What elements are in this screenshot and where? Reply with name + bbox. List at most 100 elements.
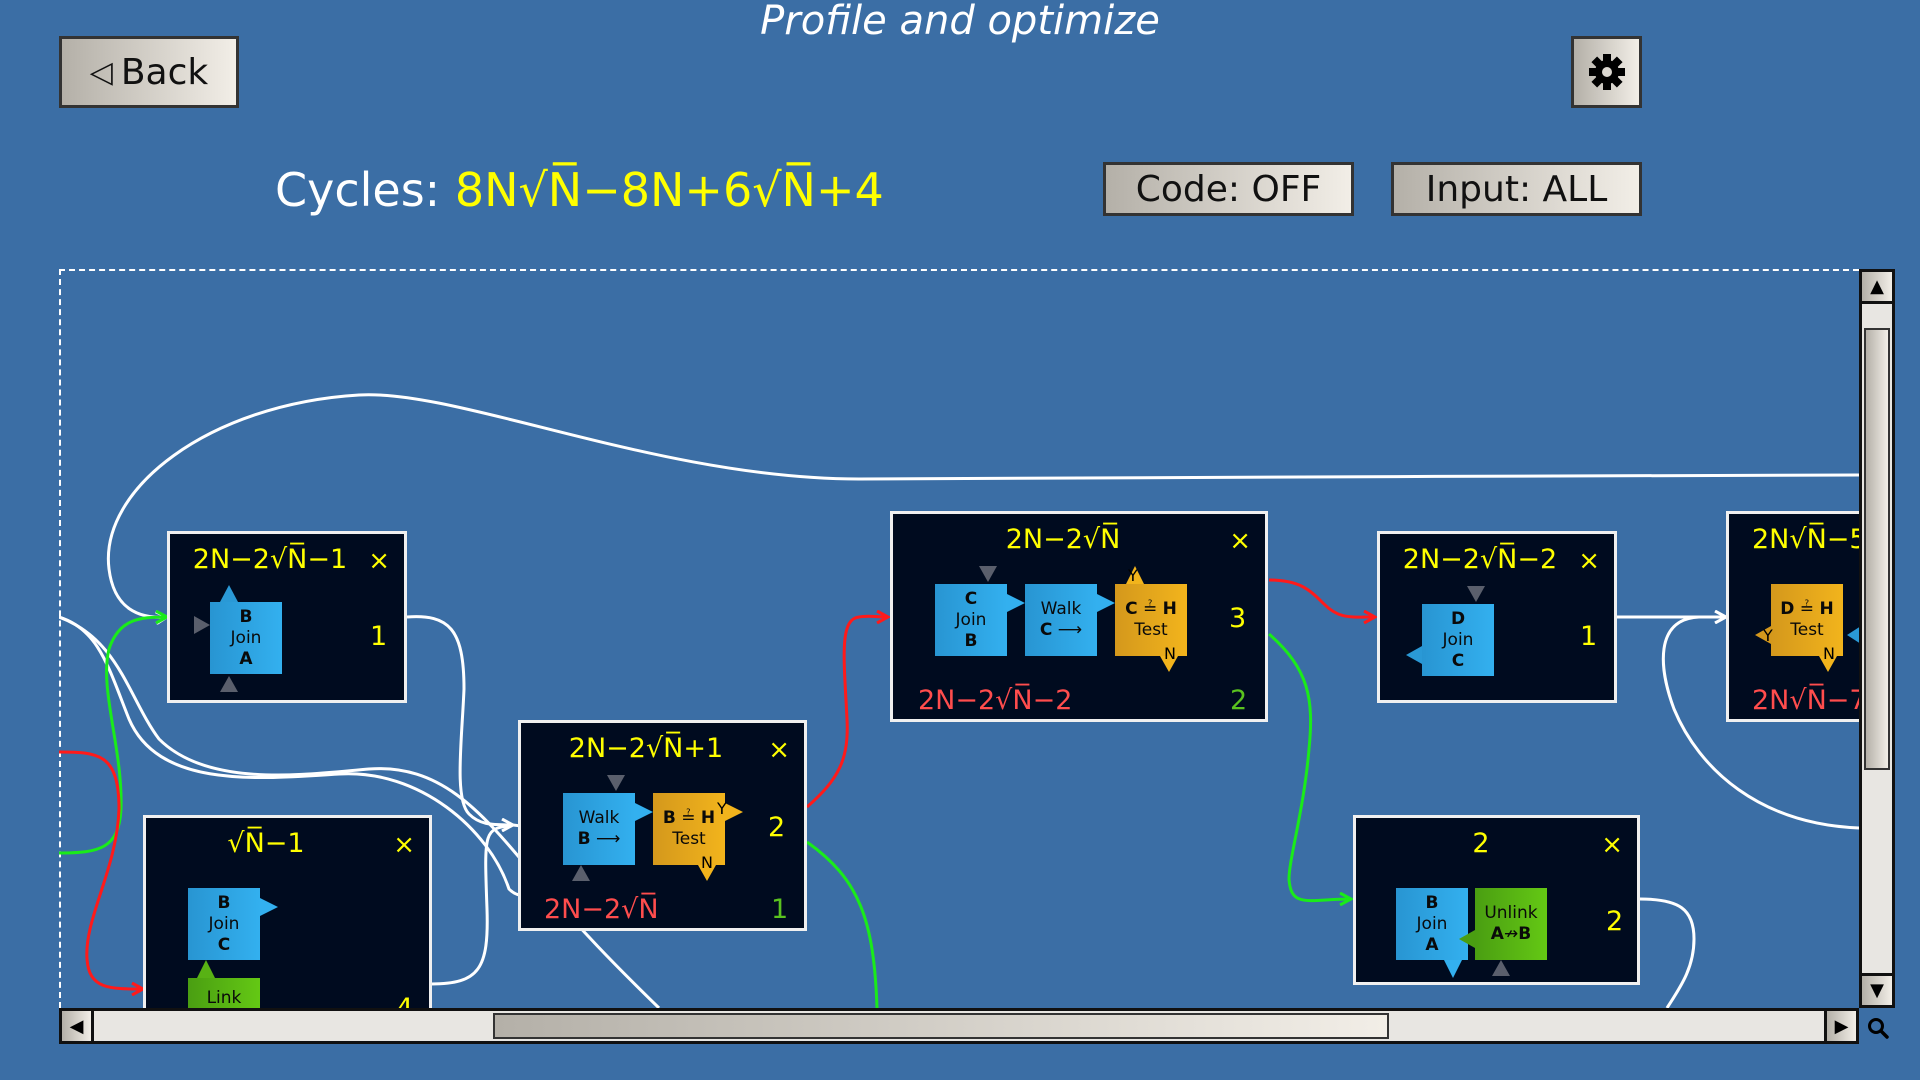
magnifier-icon[interactable]	[1866, 1016, 1892, 1042]
test-no-arrow-icon	[1160, 656, 1178, 672]
wire-red-to-n2	[59, 750, 143, 989]
branch-not-taken-count: 2	[1230, 685, 1248, 716]
input-down-arrow-icon	[979, 566, 997, 582]
node-n5[interactable]: 2N−2√N̅−2 × 1 D Join C	[1377, 531, 1617, 703]
walk-instruction[interactable]: Walk C ⟶	[1025, 584, 1097, 656]
close-icon[interactable]: ×	[1578, 546, 1600, 576]
input-toggle-button[interactable]: Input: ALL	[1391, 162, 1642, 216]
test-rhs: H	[1819, 599, 1834, 619]
node-n6[interactable]: 2 × 2 B Join A Unlink A↛B	[1353, 815, 1640, 985]
test-lhs: B	[662, 808, 676, 828]
walk-instruction[interactable]: Walk B ⟶	[563, 793, 635, 865]
close-icon[interactable]: ×	[368, 546, 390, 576]
test-yes-label: Y	[1128, 566, 1138, 585]
walk-out-arrow-icon	[635, 803, 653, 821]
join-top-reg: B	[239, 606, 253, 627]
join-bottom-reg: A	[1425, 934, 1439, 955]
link-instruction[interactable]: Link	[188, 978, 260, 1008]
close-icon[interactable]: ×	[1229, 526, 1251, 556]
node-n4[interactable]: 2N−2√N̅ × 3 2N−2√N̅−2 2 C Join B Walk C …	[890, 511, 1268, 722]
test-label: Test	[1134, 620, 1168, 640]
test-rhs: H	[700, 808, 716, 828]
node-n2[interactable]: √N̅−1 × 4 B Join C Link	[143, 815, 432, 1008]
test-yes-arrow-icon	[725, 803, 743, 821]
wire-red-n4-to-n5	[1268, 578, 1375, 617]
close-icon[interactable]: ×	[393, 830, 415, 860]
join-bottom-reg: C	[217, 934, 231, 955]
test-yes-label: Y	[717, 799, 727, 818]
back-button[interactable]: ◁ Back	[59, 36, 239, 108]
link-up-arrow-icon	[197, 960, 215, 978]
walk-reg: B	[577, 829, 591, 849]
cycles-value: 8N√N̅−8N+6√N̅+4	[454, 163, 884, 217]
scroll-left-button[interactable]: ◀	[62, 1011, 94, 1041]
wire-n6-down	[1639, 897, 1696, 1008]
back-arrow-icon: ◁	[89, 54, 113, 90]
join-instruction[interactable]: B Join C	[188, 888, 260, 960]
scroll-down-button[interactable]: ▼	[1862, 973, 1892, 1005]
input-left-arrow-icon	[1847, 626, 1859, 644]
node-title: 2N−2√N̅+1	[568, 733, 724, 764]
input-down-arrow-icon	[1467, 586, 1485, 602]
join-left-arrow-icon	[1406, 646, 1422, 664]
output-up-arrow-icon	[220, 585, 238, 602]
horizontal-scrollbar[interactable]: ◀ ▶	[59, 1008, 1859, 1044]
horizontal-scroll-thumb[interactable]	[493, 1013, 1389, 1039]
test-instruction[interactable]: C ≟ H Test	[1115, 584, 1187, 656]
wire-n1-to-n3	[406, 615, 513, 825]
join-top-reg: D	[1450, 608, 1466, 629]
test-label: Test	[1790, 620, 1824, 640]
join-instruction[interactable]: B Join A	[1396, 888, 1468, 960]
join-bottom-reg: C	[1451, 650, 1465, 671]
walk-arrow-icon: ⟶	[596, 829, 621, 849]
wire-green-n3-down	[806, 840, 879, 1008]
join-bottom-reg: A	[239, 648, 253, 669]
node-n1[interactable]: 2N−2√N̅−1 × 1 B Join A	[167, 531, 407, 703]
test-no-label: N	[1164, 644, 1176, 663]
join-instruction[interactable]: B Join A	[210, 602, 282, 674]
walk-label: Walk	[1040, 599, 1082, 619]
wire-right-loop-to-n7	[1661, 615, 1859, 830]
node-count: 2	[768, 812, 786, 843]
scroll-right-button[interactable]: ▶	[1824, 1011, 1856, 1041]
node-count: 1	[370, 621, 388, 652]
close-icon[interactable]: ×	[768, 735, 790, 765]
node-n3[interactable]: 2N−2√N̅+1 × 2 2N−2√N̅ 1 Walk B ⟶ B ≟ H T…	[518, 720, 807, 931]
branch-not-taken-count: 1	[771, 894, 789, 925]
vertical-scrollbar[interactable]: ▲ ▼	[1859, 269, 1895, 1008]
join-out-arrow-icon	[1007, 594, 1025, 612]
scroll-up-button[interactable]: ▲	[1862, 272, 1892, 304]
wire-red-n3-to-n4	[806, 616, 888, 809]
node-n7[interactable]: 2N√N̅−5 2N√N̅−7 D ≟ H Test Y N	[1726, 511, 1859, 722]
node-count: 2	[1606, 906, 1624, 937]
test-instruction[interactable]: B ≟ H Test	[653, 793, 725, 865]
flowchart-canvas[interactable]: 2N−2√N̅−1 × 1 B Join A √N̅−1 × 4 B Join …	[59, 269, 1859, 1008]
node-title: 2N−2√N̅−1	[192, 544, 348, 575]
settings-button[interactable]	[1571, 36, 1642, 108]
close-icon[interactable]: ×	[1601, 830, 1623, 860]
node-title: 2	[1472, 828, 1490, 859]
vertical-scroll-thumb[interactable]	[1864, 328, 1890, 770]
input-down-arrow-icon	[607, 775, 625, 791]
unlink-label: Unlink	[1484, 903, 1538, 923]
test-rhs: H	[1162, 599, 1177, 619]
test-yes-label: Y	[1763, 626, 1773, 645]
join-label: Join	[208, 913, 240, 934]
join-instruction[interactable]: C Join B	[935, 584, 1007, 656]
node-title: 2N−2√N̅−2	[1402, 544, 1558, 575]
test-instruction[interactable]: D ≟ H Test	[1771, 584, 1843, 656]
join-label: Join	[1416, 913, 1448, 934]
code-toggle-button[interactable]: Code: OFF	[1103, 162, 1354, 216]
wire-loop-to-n1	[106, 393, 1859, 618]
walk-out-arrow-icon	[1097, 594, 1115, 612]
join-label: Join	[955, 609, 987, 630]
join-instruction[interactable]: D Join C	[1422, 604, 1494, 676]
test-no-arrow-icon	[698, 865, 716, 881]
unlink-instruction[interactable]: Unlink A↛B	[1475, 888, 1547, 960]
input-arrow-icon	[194, 616, 210, 634]
branch-taken-count: 2N√N̅−7	[1752, 685, 1859, 716]
cycles-label: Cycles:	[275, 163, 441, 217]
test-yes-arrow-icon	[1755, 626, 1771, 644]
back-label: Back	[120, 51, 209, 93]
page-title: Profile and optimize	[760, 0, 1160, 44]
